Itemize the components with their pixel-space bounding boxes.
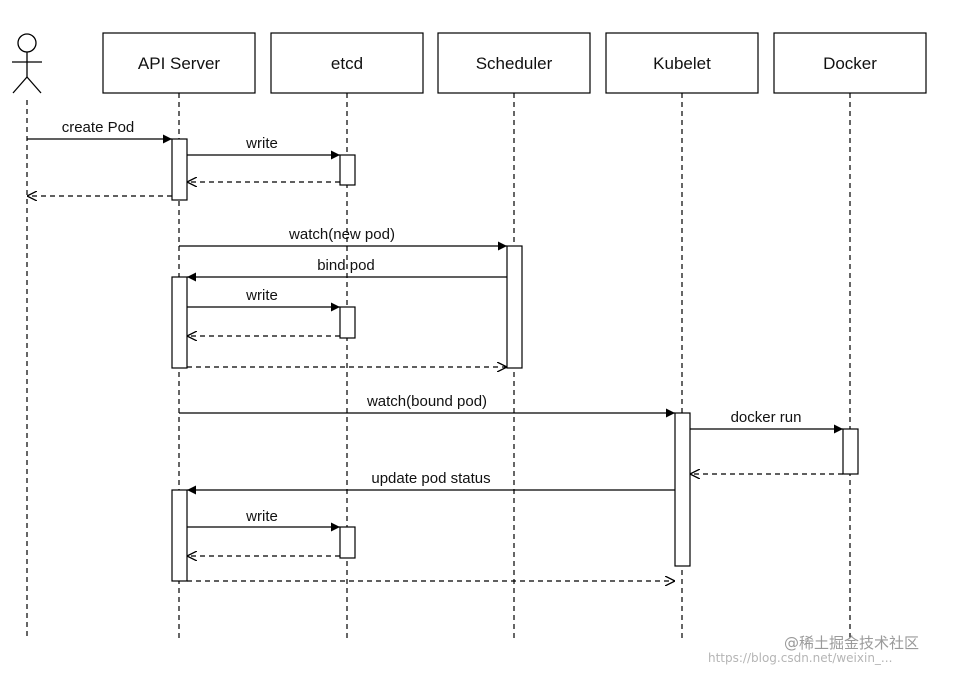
message-arrows: [27, 134, 843, 581]
activation-kubelet-1: [674, 412, 691, 567]
participant-docker: Docker: [773, 32, 927, 94]
user-actor-icon: [12, 33, 42, 94]
participant-label-scheduler: Scheduler: [476, 54, 553, 73]
watermark: https://blog.csdn.net/weixin_... @稀土掘金技术…: [708, 634, 919, 665]
participant-label-etcd: etcd: [331, 54, 363, 73]
participant-kubelet: Kubelet: [605, 32, 759, 94]
activation-etcd-3: [339, 526, 356, 559]
message-label-watch-bound-pod: watch(bound pod): [366, 393, 487, 410]
participant-label-api: API Server: [138, 54, 221, 73]
participant-api: API Server: [102, 32, 256, 94]
activation-docker-1: [842, 428, 859, 475]
message-labels: create Pod write watch(new pod) bind pod…: [62, 119, 802, 525]
message-label-write-1: write: [245, 135, 278, 152]
participant-etcd: etcd: [270, 32, 424, 94]
activation-api-3: [171, 489, 188, 582]
message-label-docker-run: docker run: [731, 409, 802, 426]
watermark-brand: @稀土掘金技术社区: [784, 634, 919, 652]
activation-scheduler-1: [506, 245, 523, 369]
participant-label-docker: Docker: [823, 54, 877, 73]
message-label-create-pod: create Pod: [62, 119, 135, 136]
watermark-url: https://blog.csdn.net/weixin_...: [708, 651, 892, 665]
participant-label-kubelet: Kubelet: [653, 54, 711, 73]
participant-scheduler: Scheduler: [437, 32, 591, 94]
activation-etcd-1: [339, 154, 356, 186]
activation-api-1: [171, 138, 188, 201]
message-label-write-2: write: [245, 287, 278, 304]
message-label-write-3: write: [245, 508, 278, 525]
activation-api-2: [171, 276, 188, 369]
lifelines: [26, 93, 851, 640]
message-label-bind-pod: bind pod: [317, 257, 375, 274]
message-label-watch-new-pod: watch(new pod): [288, 226, 395, 243]
message-label-update-pod-status: update pod status: [371, 470, 490, 487]
activation-etcd-2: [339, 306, 356, 339]
